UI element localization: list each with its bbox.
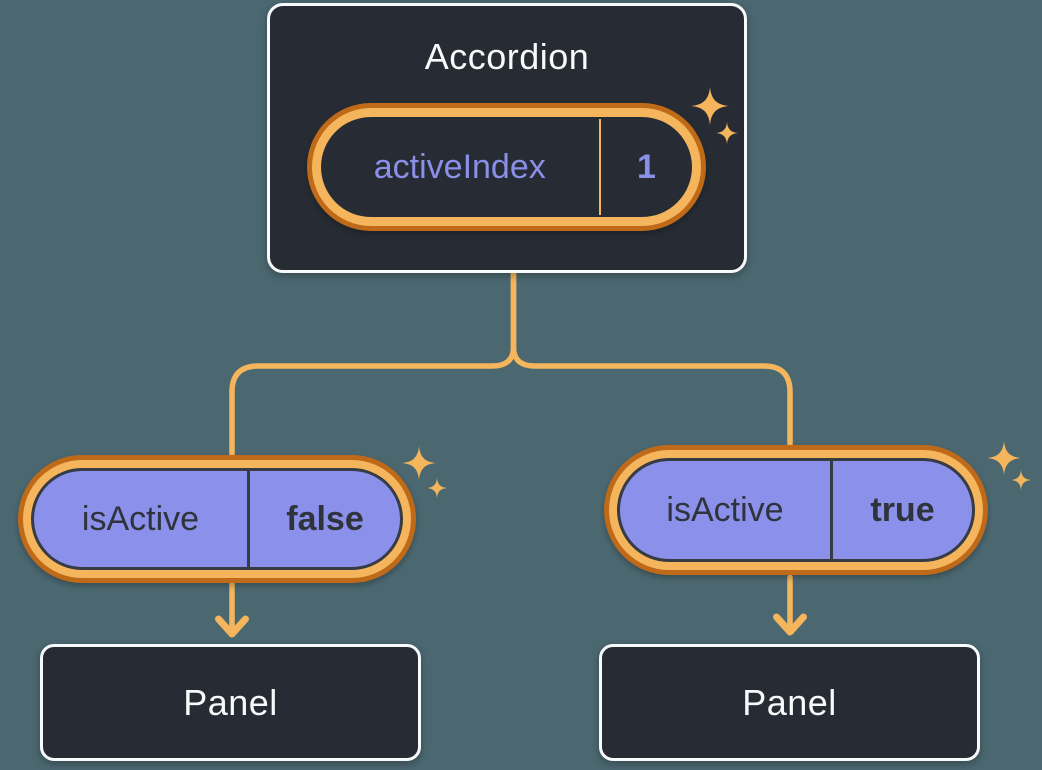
panel-component-card-right: Panel [599,644,980,761]
prop-pill-isactive-false: isActive false [18,455,416,583]
prop-pill-body: isActive true [617,458,975,562]
prop-pill-isactive-true: isActive true [604,445,988,575]
prop-pill-ring: isActive false [23,460,411,578]
state-pill: activeIndex 1 [307,103,706,231]
state-value-label: 1 [637,147,656,186]
panel-title: Panel [742,681,837,723]
prop-name-label: isActive [81,499,200,538]
sparkle-icon [691,87,738,144]
arrow-head-left-icon [215,615,249,638]
panel-component-card-left: Panel [40,644,421,761]
arrow-head-right-icon [773,613,807,636]
prop-value-label: false [286,499,364,538]
sparkle-icon [987,441,1031,490]
accordion-title: Accordion [424,36,590,77]
state-pill-divider [598,119,601,215]
state-pill-body: activeIndex 1 [321,117,692,217]
prop-value-label: true [870,490,935,529]
panel-title: Panel [183,681,278,723]
prop-name-label: isActive [666,490,784,529]
prop-pill-divider [830,461,833,559]
sparkle-icon [402,446,447,498]
accordion-component-card: Accordion activeIndex 1 [267,3,747,273]
branch-line-right [510,271,793,450]
state-name-label: activeIndex [373,147,546,186]
state-pill-ring: activeIndex 1 [312,108,701,226]
prop-pill-ring: isActive true [609,450,983,570]
branch-line-left [229,271,517,460]
prop-pill-divider [247,471,250,567]
prop-pill-body: isActive false [31,468,403,570]
